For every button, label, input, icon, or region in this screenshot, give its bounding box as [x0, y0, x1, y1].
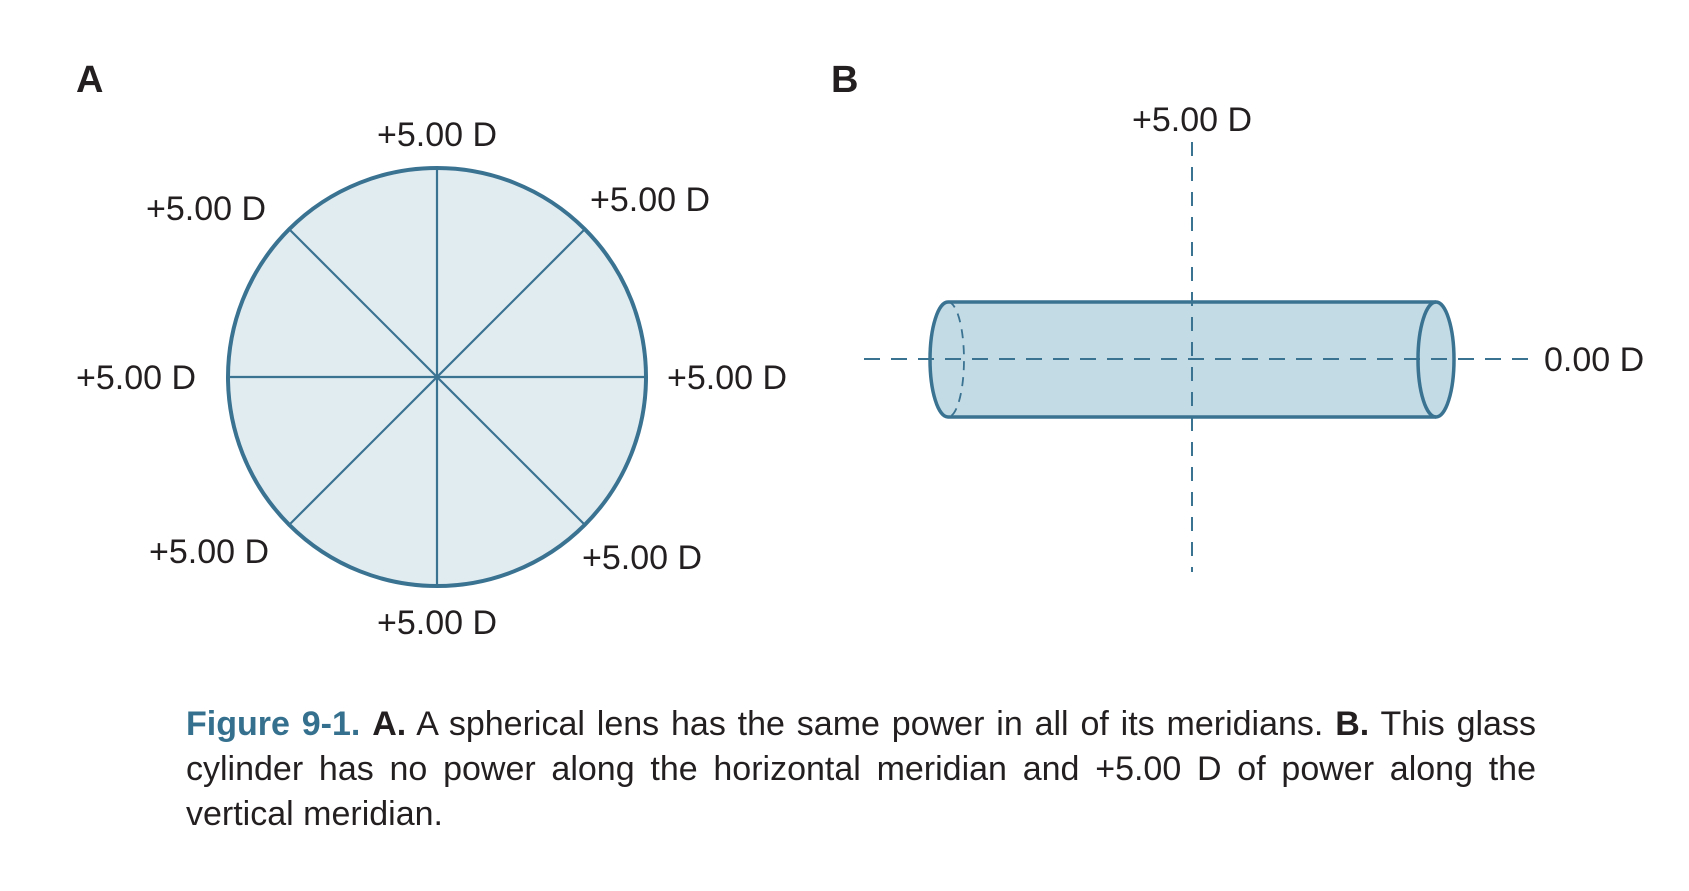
- meridian-diagonal-up: [288, 228, 586, 526]
- cylinder-hidden-rim: [947, 301, 965, 418]
- label-left: +5.00 D: [76, 359, 196, 397]
- panel-b-letter: B: [831, 59, 858, 101]
- caption-a-label: A.: [372, 705, 407, 743]
- label-right: +5.00 D: [667, 359, 787, 397]
- label-lower-left: +5.00 D: [149, 533, 269, 571]
- label-upper-right: +5.00 D: [590, 181, 710, 219]
- label-top: +5.00 D: [377, 116, 497, 154]
- panel-a: A +5.00 D +5.00 D +5.00 D +5.00 D +5.00 …: [76, 59, 787, 642]
- lens-meridians: [228, 168, 646, 586]
- label-horizontal-power: 0.00 D: [1544, 341, 1644, 379]
- glass-cylinder: [930, 302, 1436, 417]
- caption-b-label: B.: [1335, 705, 1370, 743]
- panel-b: B +5.00 D 0.00 D: [831, 59, 1644, 572]
- label-vertical-power: +5.00 D: [1132, 101, 1252, 139]
- panel-a-letter: A: [76, 59, 103, 101]
- lens-outline: [226, 166, 648, 588]
- caption-figure-label: Figure 9-1.: [186, 705, 361, 743]
- caption-a-text: A spherical lens has the same power in a…: [416, 705, 1324, 743]
- caption-b-text: This glass cylinder has no power along t…: [186, 705, 1536, 833]
- figure-caption: Figure 9-1. A. A spherical lens has the …: [186, 702, 1536, 837]
- label-bottom: +5.00 D: [377, 604, 497, 642]
- label-lower-right: +5.00 D: [582, 539, 702, 577]
- label-upper-left: +5.00 D: [146, 190, 266, 228]
